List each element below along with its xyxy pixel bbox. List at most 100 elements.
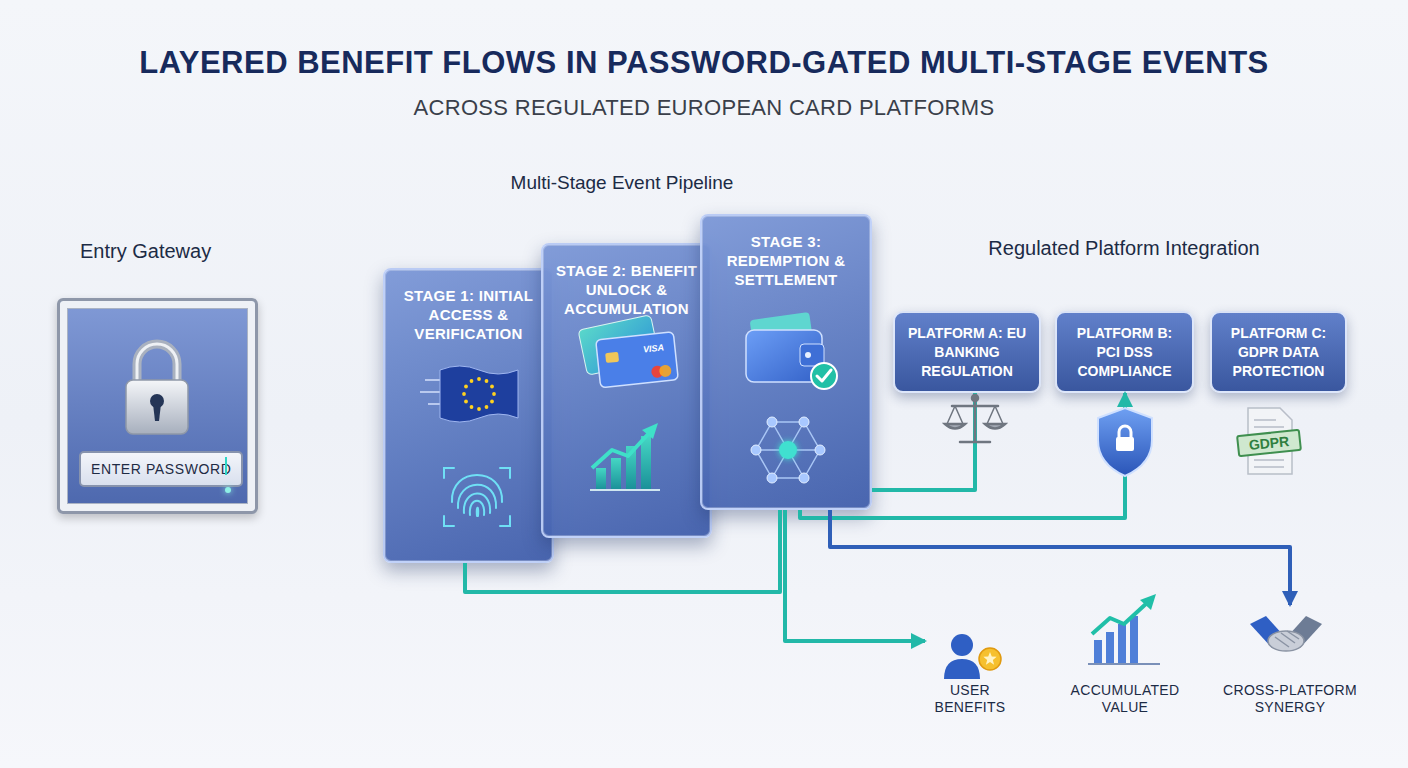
- growth-chart-icon: [626, 446, 636, 490]
- growth-chart-icon: [590, 423, 660, 490]
- eu-flag-icon: [440, 366, 518, 422]
- scales-icon: [972, 395, 978, 401]
- wallet-icon: [811, 363, 837, 389]
- network-icon: [751, 417, 825, 483]
- growth-chart-icon: [641, 436, 651, 490]
- document-icon: [1254, 420, 1284, 467]
- shield-icon: [1116, 437, 1134, 451]
- eu-flag-icon: [492, 392, 496, 396]
- eu-flag-icon: [420, 380, 440, 404]
- document-icon: [1237, 408, 1301, 474]
- value-chart-icon: [1140, 594, 1156, 610]
- eu-flag-icon: [464, 385, 468, 389]
- padlock-icon: [137, 344, 177, 384]
- shield-icon: [1098, 408, 1152, 476]
- bank-card-icon: [659, 364, 672, 377]
- bank-card-icon: [596, 332, 679, 388]
- network-icon: [799, 417, 809, 427]
- fingerprint-icon: [477, 508, 478, 516]
- scales-icon: [945, 424, 1005, 429]
- eu-flag-icon: [462, 392, 466, 396]
- handshake-icon: [1250, 616, 1284, 648]
- platform-box: PLATFORM A: EU BANKING REGULATION: [893, 311, 1041, 393]
- text-cursor: [225, 487, 231, 493]
- bank-card-icon: [578, 315, 660, 375]
- flow-arrow: [830, 510, 1290, 605]
- handshake-icon: [1288, 616, 1322, 648]
- entry-arrow: [262, 397, 377, 415]
- section-heading: Regulated Platform Integration: [964, 236, 1284, 260]
- handshake-icon: [1275, 631, 1299, 647]
- shield-icon: [1119, 426, 1131, 438]
- fingerprint-icon: [470, 501, 484, 515]
- outcome-label: CROSS-PLATFORM SYNERGY: [1220, 682, 1360, 716]
- eu-flag-icon: [490, 385, 494, 389]
- document-icon: [1237, 430, 1301, 456]
- value-chart-icon: [1130, 616, 1138, 664]
- handshake-icon: [1250, 616, 1322, 651]
- eu-flag-icon: [462, 377, 496, 411]
- text-cursor: [225, 457, 227, 475]
- stage-card: STAGE 1: INITIAL ACCESS & VERIFICATION: [383, 268, 554, 563]
- value-chart-icon: [1106, 632, 1114, 664]
- network-icon: [767, 417, 777, 427]
- stage-title: STAGE 3: REDEMPTION & SETTLEMENT: [714, 232, 858, 289]
- growth-chart-icon: [592, 432, 650, 468]
- eu-flag-icon: [485, 379, 489, 383]
- value-chart-icon: [1094, 640, 1102, 664]
- document-icon: [1248, 408, 1292, 474]
- flow-line: [465, 510, 780, 592]
- password-placeholder: ENTER PASSWORD: [91, 460, 231, 478]
- padlock-icon: [153, 404, 161, 421]
- eu-flag-icon: [464, 400, 468, 404]
- stage-card: STAGE 2: BENEFIT UNLOCK & ACCUMULATION: [541, 243, 712, 538]
- stage-title: STAGE 2: BENEFIT UNLOCK & ACCUMULATION: [555, 261, 698, 318]
- outcome-item: USER BENEFITS: [925, 622, 1015, 716]
- eu-flag-icon: [485, 405, 489, 409]
- password-field: ENTER PASSWORD: [79, 451, 243, 487]
- value-chart-icon: [1118, 624, 1126, 664]
- eu-flag-icon: [420, 366, 518, 422]
- bank-card-icon: [596, 332, 679, 388]
- fingerprint-icon: [444, 468, 510, 526]
- platform-box: PLATFORM C: GDPR DATA PROTECTION: [1210, 311, 1347, 393]
- user-icon: [951, 634, 973, 656]
- shield-icon: [1098, 408, 1152, 476]
- padlock-icon: [137, 344, 177, 384]
- subtitle: ACROSS REGULATED EUROPEAN CARD PLATFORMS: [0, 95, 1408, 121]
- outcome-label: USER BENEFITS: [925, 682, 1015, 716]
- scales-icon: [945, 395, 1005, 442]
- eu-flag-icon: [470, 379, 474, 383]
- user-icon: [979, 648, 1001, 670]
- diagram-title: LAYERED BENEFIT FLOWS IN PASSWORD-GATED …: [0, 44, 1408, 82]
- value-chart-icon: [1088, 663, 1160, 665]
- wallet-icon: [750, 312, 815, 358]
- wallet-icon: [805, 352, 811, 358]
- platform-label: PLATFORM A: EU BANKING REGULATION: [903, 324, 1031, 381]
- scales-icon: [947, 406, 1003, 424]
- eu-flag-icon: [477, 377, 481, 381]
- fingerprint-icon: [464, 493, 490, 513]
- padlock-icon: [150, 394, 164, 408]
- growth-chart-icon: [590, 489, 660, 491]
- stage-title: STAGE 1: INITIAL ACCESS & VERIFICATION: [397, 286, 540, 343]
- user-icon: [983, 652, 996, 665]
- flow-line: [872, 393, 975, 490]
- bank-card-icon: [578, 315, 678, 388]
- bank-card-icon: [651, 365, 664, 378]
- network-icon: [767, 473, 777, 483]
- wallet-icon: [746, 330, 822, 382]
- eu-flag-icon: [490, 400, 494, 404]
- platform-label: PLATFORM B: PCI DSS COMPLIANCE: [1065, 324, 1184, 381]
- scales-icon: [960, 441, 990, 444]
- padlock-icon: [126, 380, 188, 434]
- flow-arrow: [785, 510, 925, 641]
- growth-chart-icon: [596, 468, 606, 490]
- network-icon: [799, 473, 809, 483]
- value-chart-icon: [1092, 602, 1148, 634]
- scales-icon: [952, 405, 998, 408]
- fingerprint-icon: [444, 468, 510, 526]
- fingerprint-icon: [458, 485, 496, 508]
